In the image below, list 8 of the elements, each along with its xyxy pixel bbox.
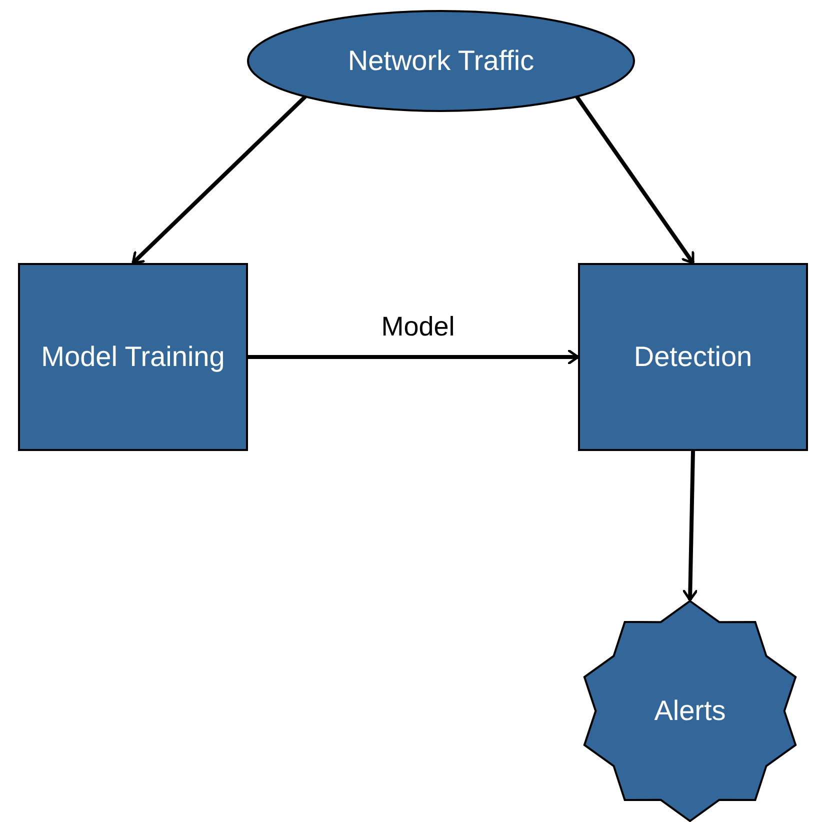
- node-label: Alerts: [654, 695, 726, 727]
- arrow: [682, 450, 698, 602]
- node-label: Model Training: [41, 341, 225, 373]
- arrow: [248, 348, 580, 366]
- node-label: Detection: [634, 341, 752, 373]
- arrow: [132, 95, 307, 264]
- node-label: Network Traffic: [348, 45, 534, 77]
- arrow: [575, 96, 695, 264]
